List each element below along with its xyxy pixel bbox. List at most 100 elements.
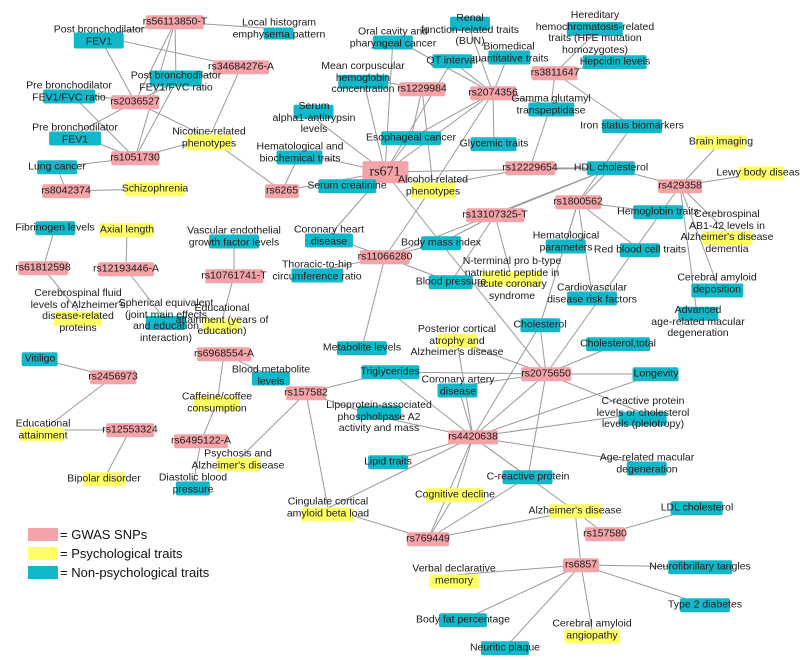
node-alcohol: Alcohol-related phenotypes xyxy=(398,174,468,198)
edge-rs13107325-ntprobnp xyxy=(494,214,513,280)
node-label: Educational attainment xyxy=(15,417,71,441)
node-cholesterol: Cholesterol xyxy=(513,318,567,332)
node-label: Coronary artery disease xyxy=(421,373,495,397)
edge-rs6857-caa xyxy=(580,564,593,631)
edge-rs61812598-csf_alz xyxy=(42,267,79,312)
node-label: rs6857 xyxy=(564,558,598,571)
node-pre-fev1fvc: Pre bronchodilator FEV1/FVC ratio xyxy=(26,80,112,104)
legend-swatch-snp xyxy=(28,528,58,541)
node-rect-nonpsych xyxy=(146,316,186,330)
node-rect-nonpsych xyxy=(381,131,441,145)
node-label: Diastolic blood pressure xyxy=(158,471,228,495)
node-psychosis: Psychosis and Alzheimer's disease xyxy=(191,447,285,472)
node-amd-adv: Advanced age-related macular degeneratio… xyxy=(651,304,744,340)
node-rect-nonpsych xyxy=(304,233,353,247)
edge-rs56113850-rs2036527 xyxy=(134,21,176,103)
edge-rs769449-cognitive xyxy=(427,494,456,540)
node-label: Hemoglobin traits xyxy=(617,205,699,218)
node-ldl: LDL cholesterol xyxy=(661,501,733,515)
edge-rs429358-amd_adv xyxy=(679,185,699,323)
edge-rs2075650-bmi xyxy=(440,242,547,375)
edge-rs429358-cerebral_amy xyxy=(679,185,718,285)
node-label: Psychosis and Alzheimer's disease xyxy=(191,447,285,471)
node-label: QT interval xyxy=(426,54,478,67)
legend-swatch-psych xyxy=(28,547,58,560)
node-label: Esophageal cancer xyxy=(366,131,456,144)
edge-rs4420638-cholesterol xyxy=(472,324,541,438)
node-rs429358: rs429358 xyxy=(657,179,702,193)
node-rs13107325: rs13107325-T xyxy=(462,208,528,222)
node-rect-snp xyxy=(145,15,204,29)
node-label: Cerebral amyloid deposition xyxy=(677,271,757,295)
node-csf-alz: Cerebrospinal fluid levels of Alzheimer'… xyxy=(31,287,126,334)
node-rect-snp xyxy=(98,262,154,276)
node-rect-nonpsych xyxy=(73,32,124,48)
node-label: rs2456973 xyxy=(88,370,138,383)
node-label: rs1051730 xyxy=(110,151,160,164)
node-label: Glycemic traits xyxy=(459,137,529,150)
node-rs11066280: rs11066280 xyxy=(358,250,412,264)
edge-rs2075650-cholesterol xyxy=(539,324,547,375)
node-label: rs2074356 xyxy=(468,86,518,99)
node-rect-nonpsych xyxy=(586,337,650,351)
edge-rs2075650-crp xyxy=(527,373,547,478)
node-rect-psych xyxy=(426,488,484,502)
node-label: Cognitive decline xyxy=(415,488,495,501)
edge-rs6857-alzheimers xyxy=(574,510,582,566)
node-axial: Axial length xyxy=(100,223,154,237)
node-label: rs6968554-A xyxy=(193,347,255,360)
node-hdl: HDL cholesterol xyxy=(573,161,649,175)
node-cognitive: Cognitive decline xyxy=(415,488,495,502)
node-rs34684276: rs34684276-A xyxy=(208,60,274,74)
node-rect-snp xyxy=(111,95,159,109)
node-label: Posterior cortical atrophy and Alzheimer… xyxy=(410,322,504,358)
node-rect-nonpsych xyxy=(34,221,75,235)
node-hemoglobin: Hemoglobin traits xyxy=(617,205,699,219)
node-rect-psych xyxy=(21,427,65,441)
node-rect-nonpsych xyxy=(367,455,408,469)
node-rs6857: rs6857 xyxy=(562,558,599,572)
node-rect-snp xyxy=(470,86,516,100)
node-label: Educational attainment (years of educati… xyxy=(175,301,269,337)
node-iron: Iron status biomarkers xyxy=(580,119,684,133)
node-rect-nonpsych xyxy=(264,27,294,39)
edge-rs2456973-edu_att xyxy=(42,376,114,431)
node-label: Lewy body disease xyxy=(716,166,800,179)
node-rect-nonpsych xyxy=(437,383,478,397)
edge-rs4420638-amd xyxy=(472,436,648,465)
edge-rs56113850-rs1051730 xyxy=(134,21,176,159)
node-pre-fev1: Pre bronchodilator FEV1 xyxy=(32,122,118,146)
node-rect-nonpsych xyxy=(679,598,730,612)
edge-rs4420638-cognitive xyxy=(454,436,474,496)
node-rs671: rs671 xyxy=(362,161,408,183)
node-label: C-reactive protein levels or cholesterol… xyxy=(596,394,690,430)
edge-rs6857-body_fat xyxy=(462,564,582,621)
edge-rs671-hdl xyxy=(384,167,612,173)
node-label: HDL cholesterol xyxy=(573,161,649,174)
node-post-fev1fvc: Post bronchodilator FEV1/FVC ratio xyxy=(131,70,221,94)
node-label: Hereditary hemochromatosis-related trait… xyxy=(535,9,655,56)
node-rs12553324: rs12553324 xyxy=(102,423,158,437)
node-rs1229984: rs1229984 xyxy=(397,82,447,96)
node-label: rs12553324 xyxy=(102,423,158,436)
node-label: Nicotine-related phenotypes xyxy=(172,125,246,149)
node-local-hist: Local histogram emphysema pattern xyxy=(233,17,326,41)
node-rs4420638: rs4420638 xyxy=(448,430,498,444)
legend-label-psych: = Psychological traits xyxy=(60,546,183,561)
node-rect-snp xyxy=(174,434,228,448)
node-label: Spherical equivalent (joint main effects… xyxy=(118,297,214,344)
edge-rs1051730-post_fev1fvc xyxy=(134,81,177,159)
node-rect-snp xyxy=(205,269,263,283)
node-label: rs2036527 xyxy=(110,95,160,108)
node-hemat-param: Hematological parameters xyxy=(533,230,599,254)
edge-rs6857-neuritic xyxy=(504,564,582,649)
node-rect-nonpsych xyxy=(252,371,290,385)
node-label: Gamma glutamyl transpeptidase xyxy=(511,92,591,116)
node-label: rs1800562 xyxy=(553,195,603,208)
node-label: Triglycerides xyxy=(360,365,420,378)
node-label: Cingulate cortical amyloid beta load xyxy=(286,495,370,519)
edge-rs2075650-rs4420638 xyxy=(472,373,547,438)
node-label: Fibrinogen levels xyxy=(15,221,95,234)
node-rect-nonpsych xyxy=(667,560,732,574)
node-rect-nonpsych xyxy=(632,205,683,219)
